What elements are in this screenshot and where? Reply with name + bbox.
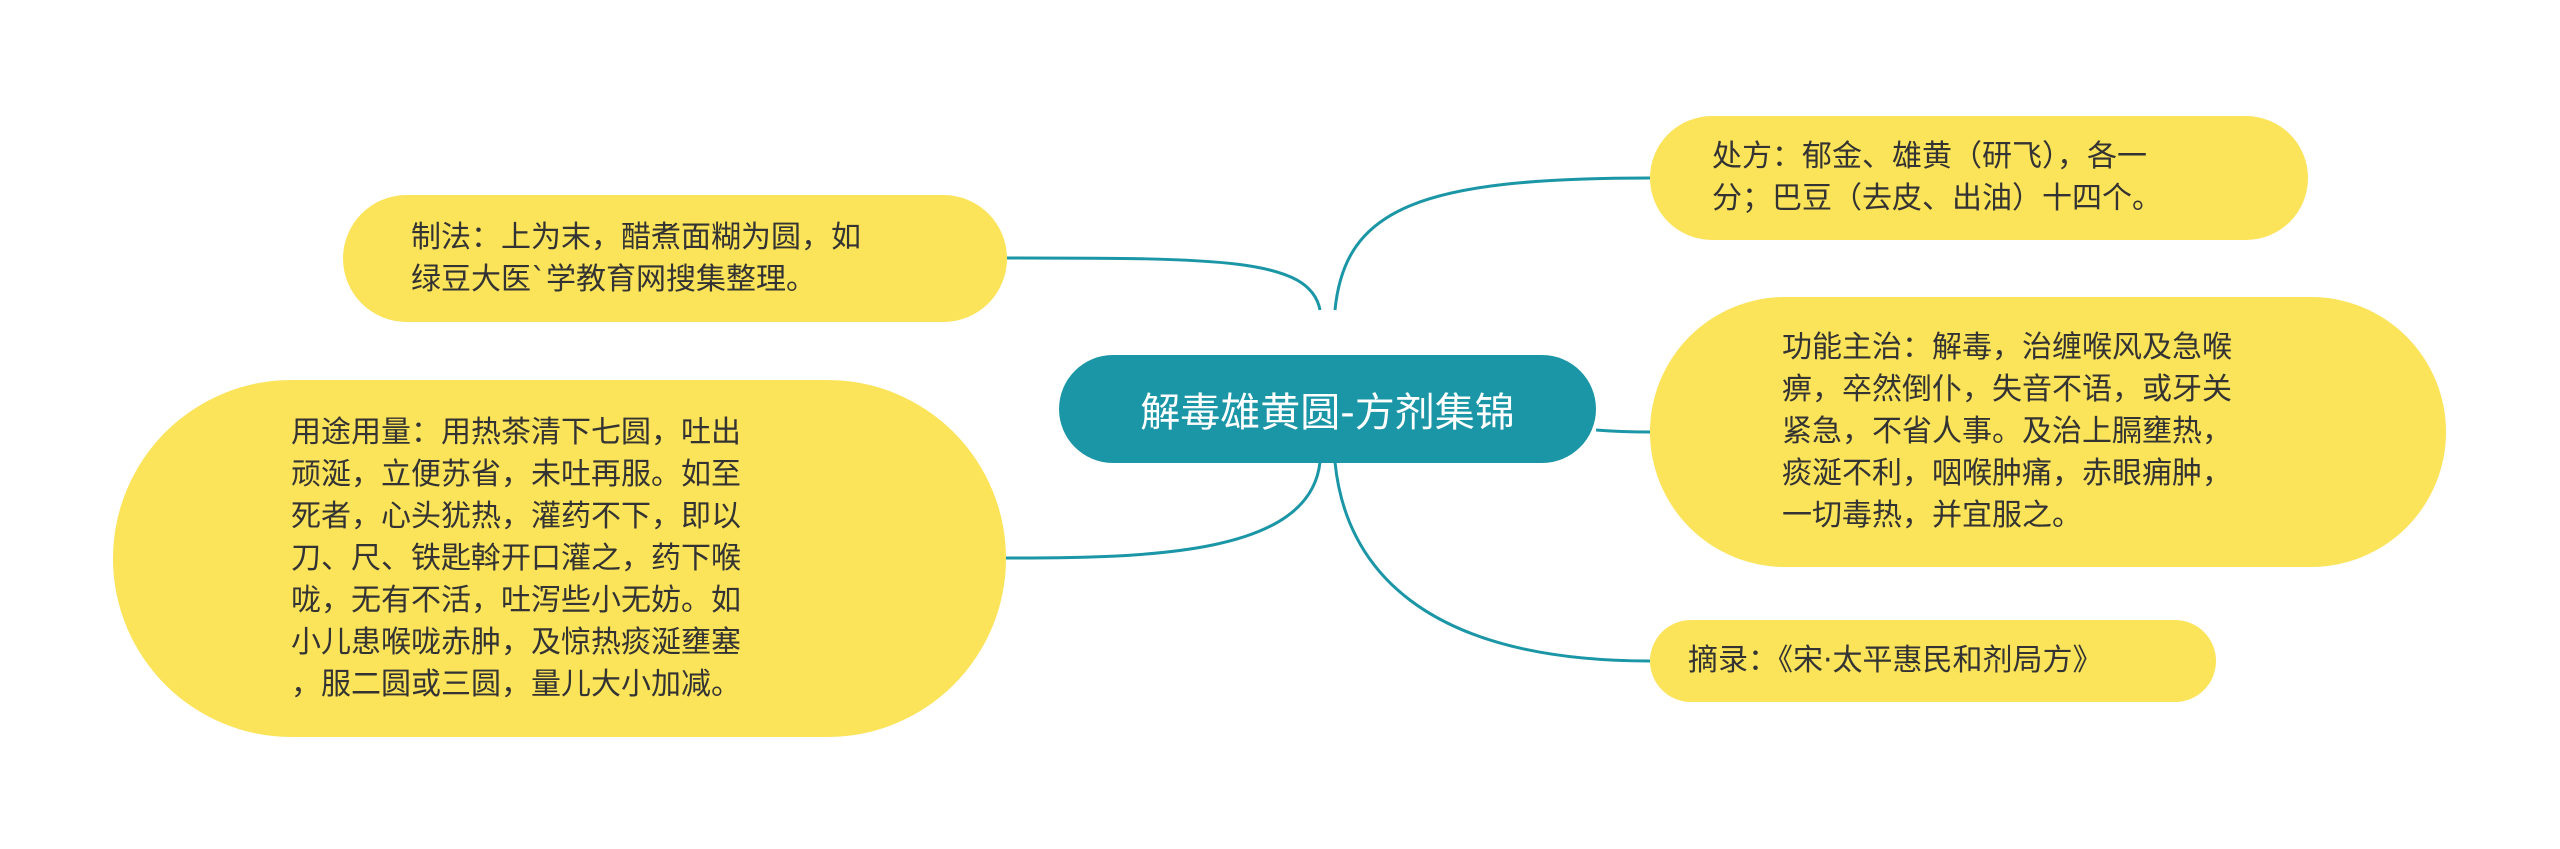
branch-node-indications[interactable]: 功能主治：解毒，治缠喉风及急喉 痹，卒然倒仆，失音不语，或牙关 紧急，不省人事。… xyxy=(1650,297,2446,567)
connector-chufang xyxy=(1333,176,1651,311)
branch-node-indications-text: 功能主治：解毒，治缠喉风及急喉 痹，卒然倒仆，失音不语，或牙关 紧急，不省人事。… xyxy=(1782,330,2232,533)
connector-yongtu xyxy=(1005,461,1322,560)
branch-node-usage-dosage[interactable]: 用途用量：用热茶清下七圆，吐出 顽涎，立便苏省，未吐再服。如至 死者，心头犹热，… xyxy=(113,380,1006,737)
connector-gongneng xyxy=(1595,428,1651,434)
branch-node-source[interactable]: 摘录：《宋·太平惠民和剂局方》 xyxy=(1650,620,2216,702)
branch-node-usage-dosage-text: 用途用量：用热茶清下七圆，吐出 顽涎，立便苏省，未吐再服。如至 死者，心头犹热，… xyxy=(291,414,741,702)
branch-node-prescription[interactable]: 处方：郁金、雄黄（研飞），各一 分；巴豆（去皮、出油）十四个。 xyxy=(1650,116,2308,240)
branch-node-preparation-text: 制法：上为末，醋煮面糊为圆，如 绿豆大医`学教育网搜集整理。 xyxy=(411,219,861,297)
central-topic[interactable]: 解毒雄黄圆-方剂集锦 xyxy=(1059,355,1596,463)
branch-node-preparation[interactable]: 制法：上为末，醋煮面糊为圆，如 绿豆大医`学教育网搜集整理。 xyxy=(343,195,1007,322)
connector-zhifa xyxy=(1006,256,1322,311)
connector-zhailu xyxy=(1333,461,1651,663)
central-topic-label: 解毒雄黄圆-方剂集锦 xyxy=(1140,390,1515,436)
branch-node-prescription-text: 处方：郁金、雄黄（研飞），各一 分；巴豆（去皮、出油）十四个。 xyxy=(1712,139,2162,216)
branch-node-source-text: 摘录：《宋·太平惠民和剂局方》 xyxy=(1688,643,2103,678)
